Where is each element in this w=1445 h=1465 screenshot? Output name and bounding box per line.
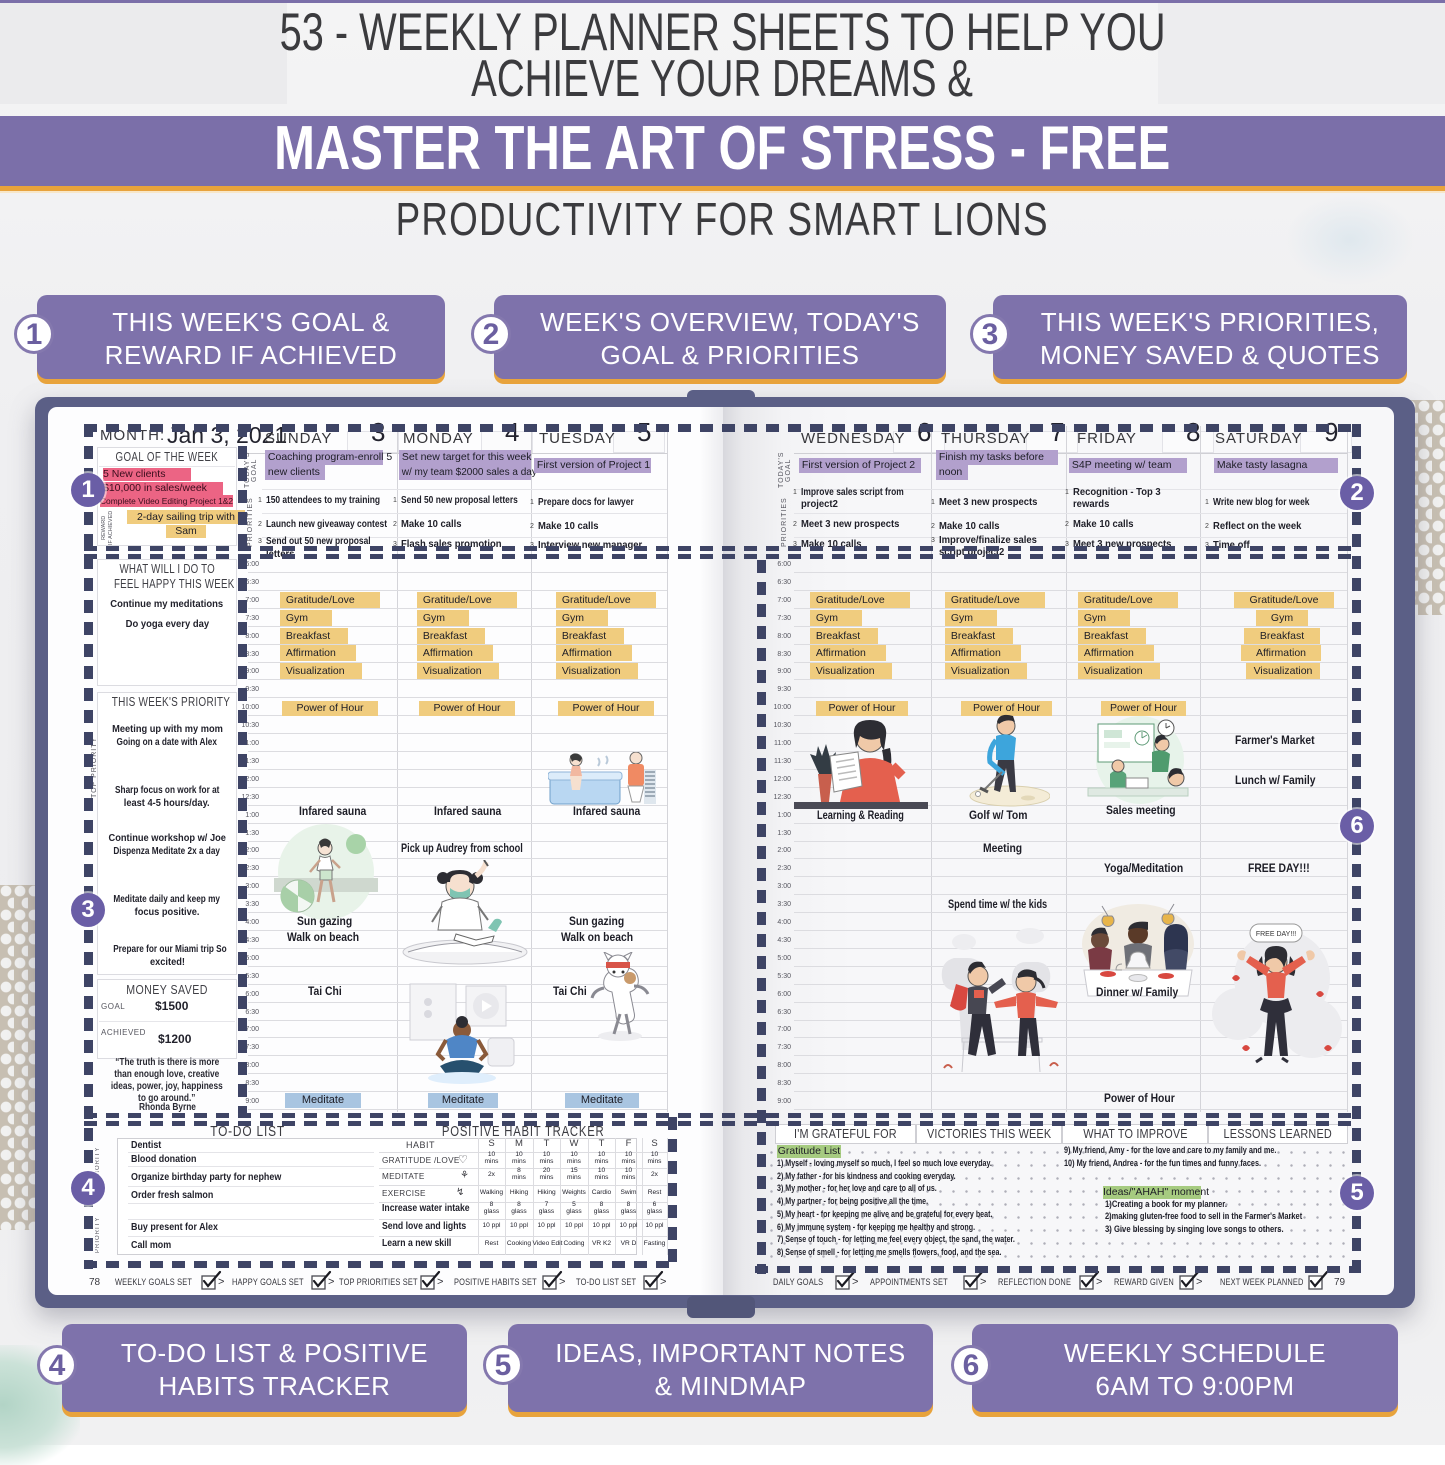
svg-text:FREE DAY!!!: FREE DAY!!! — [1256, 931, 1296, 938]
